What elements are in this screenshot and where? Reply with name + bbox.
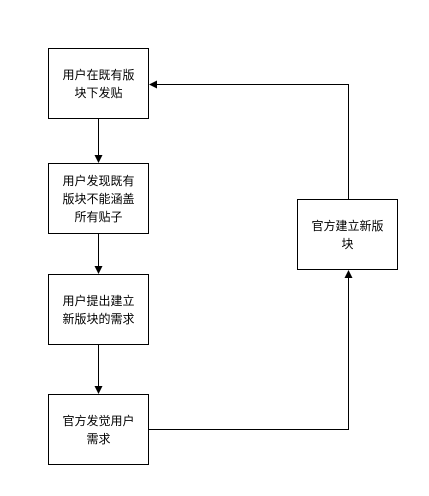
node-user-discovers: 用户发现既有 版块不能涵盖 所有贴子 <box>48 163 149 234</box>
node-user-proposes: 用户提出建立 新版块的需求 <box>48 274 149 345</box>
node-user-proposes-label: 用户提出建立 新版块的需求 <box>62 293 135 326</box>
arrow-build-to-post <box>149 80 349 199</box>
node-official-builds: 官方建立新版 块 <box>297 199 398 270</box>
node-official-builds-label: 官方建立新版 块 <box>311 218 384 251</box>
node-official-notices-label: 官方发觉用户 需求 <box>62 413 135 446</box>
node-user-discovers-label: 用户发现既有 版块不能涵盖 所有贴子 <box>62 173 135 224</box>
node-user-posts: 用户在既有版 块下发贴 <box>48 48 149 119</box>
node-user-posts-label: 用户在既有版 块下发贴 <box>62 67 135 100</box>
arrow-notice-to-build <box>149 270 353 430</box>
node-official-notices: 官方发觉用户 需求 <box>48 394 149 465</box>
